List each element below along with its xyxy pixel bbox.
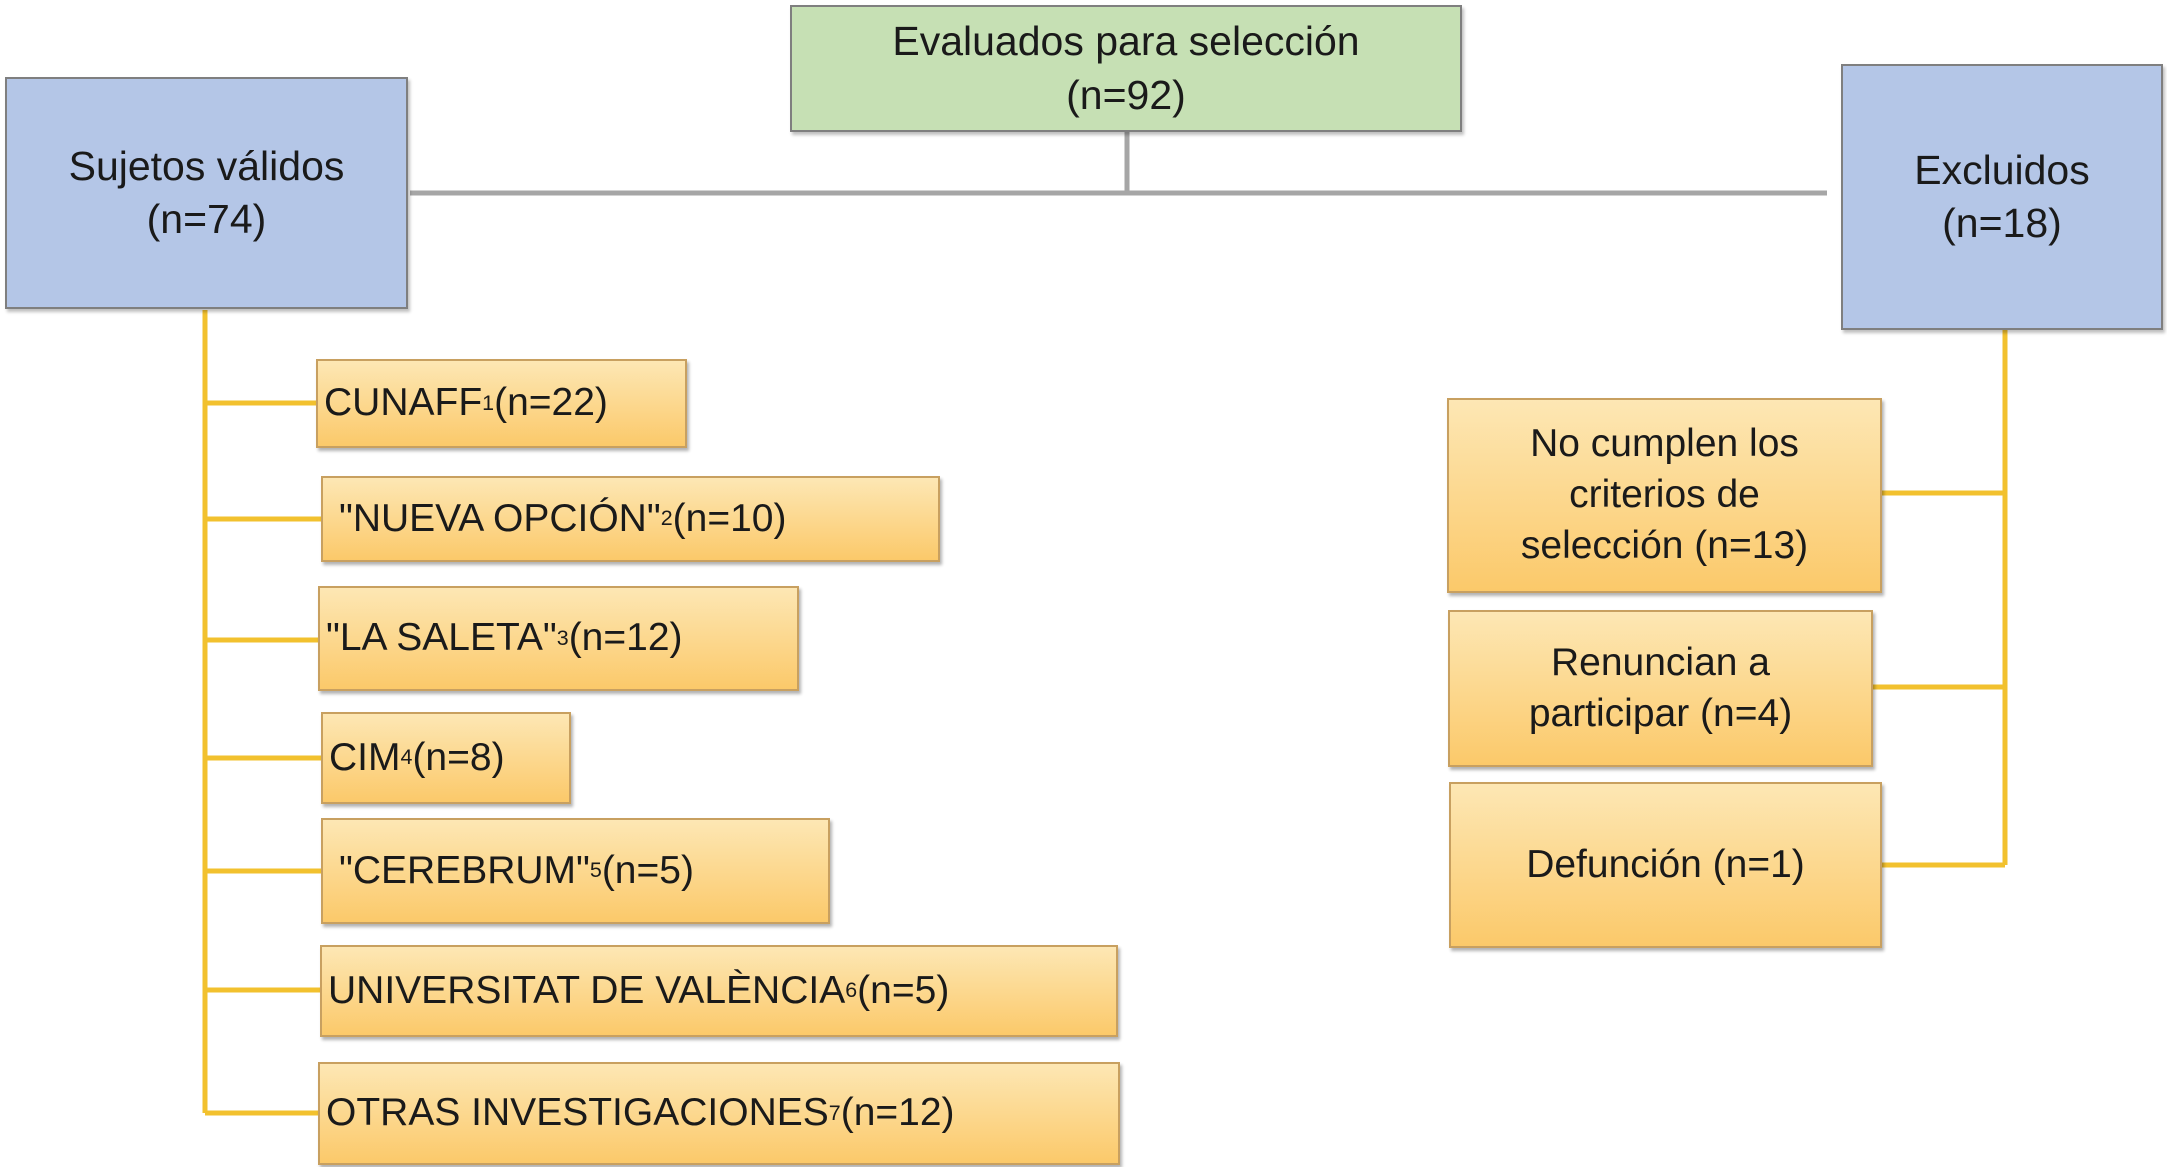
source-name: "LA SALETA"	[326, 616, 557, 660]
evaluated-box: Evaluados para selección (n=92)	[790, 5, 1462, 132]
source-ref: 3	[556, 625, 569, 650]
excluded-count: (n=18)	[1942, 200, 2062, 246]
source-ref: 2	[660, 506, 673, 531]
source-count: (n=10)	[672, 496, 787, 540]
source-name: OTRAS INVESTIGACIONES	[326, 1091, 829, 1135]
source-box-cerebrum: "CEREBRUM"5(n=5)	[321, 818, 830, 924]
reason-box-declined: Renuncian a participar (n=4)	[1448, 610, 1873, 767]
source-count: (n=12)	[568, 616, 683, 660]
evaluated-label: Evaluados para selección	[892, 18, 1360, 65]
source-count: (n=5)	[601, 848, 694, 892]
reason-box-criteria: No cumplen los criterios de selección (n…	[1447, 398, 1882, 593]
evaluated-count: (n=92)	[1066, 71, 1186, 118]
valid-subjects-count: (n=74)	[146, 196, 267, 242]
reason-line: No cumplen los	[1530, 422, 1799, 466]
valid-subjects-box: Sujetos válidos (n=74)	[5, 77, 408, 309]
excluded-box: Excluidos (n=18)	[1841, 64, 2163, 330]
reason-line: Renuncian a	[1551, 640, 1770, 684]
source-count: (n=12)	[840, 1091, 955, 1135]
source-name: CIM	[329, 735, 401, 779]
source-name: UNIVERSITAT DE VALÈNCIA	[328, 968, 846, 1012]
excluded-label: Excluidos	[1914, 146, 2090, 193]
source-name: CUNAFF	[324, 381, 483, 425]
source-ref: 4	[400, 745, 413, 770]
reason-box-death: Defunción (n=1)	[1449, 782, 1882, 948]
reason-line: Defunción (n=1)	[1526, 842, 1805, 886]
source-ref: 1	[482, 390, 495, 415]
valid-subjects-label: Sujetos válidos	[68, 142, 345, 189]
source-name: "CEREBRUM"	[339, 848, 590, 892]
connector-top-to-groups	[1124, 130, 1827, 196]
source-box-la-saleta: "LA SALETA"3(n=12)	[318, 586, 799, 691]
source-count: (n=8)	[412, 735, 505, 779]
reason-line: selección (n=13)	[1520, 523, 1809, 567]
source-name: "NUEVA OPCIÓN"	[339, 496, 661, 540]
source-ref: 6	[845, 978, 858, 1003]
reason-line: participar (n=4)	[1528, 691, 1793, 735]
source-ref: 7	[828, 1100, 841, 1125]
source-count: (n=5)	[857, 968, 950, 1012]
reason-line: criterios de	[1569, 473, 1760, 517]
source-count: (n=22)	[494, 381, 608, 425]
source-box-nueva-opcion: "NUEVA OPCIÓN"2(n=10)	[321, 476, 940, 562]
source-ref: 5	[589, 858, 602, 883]
